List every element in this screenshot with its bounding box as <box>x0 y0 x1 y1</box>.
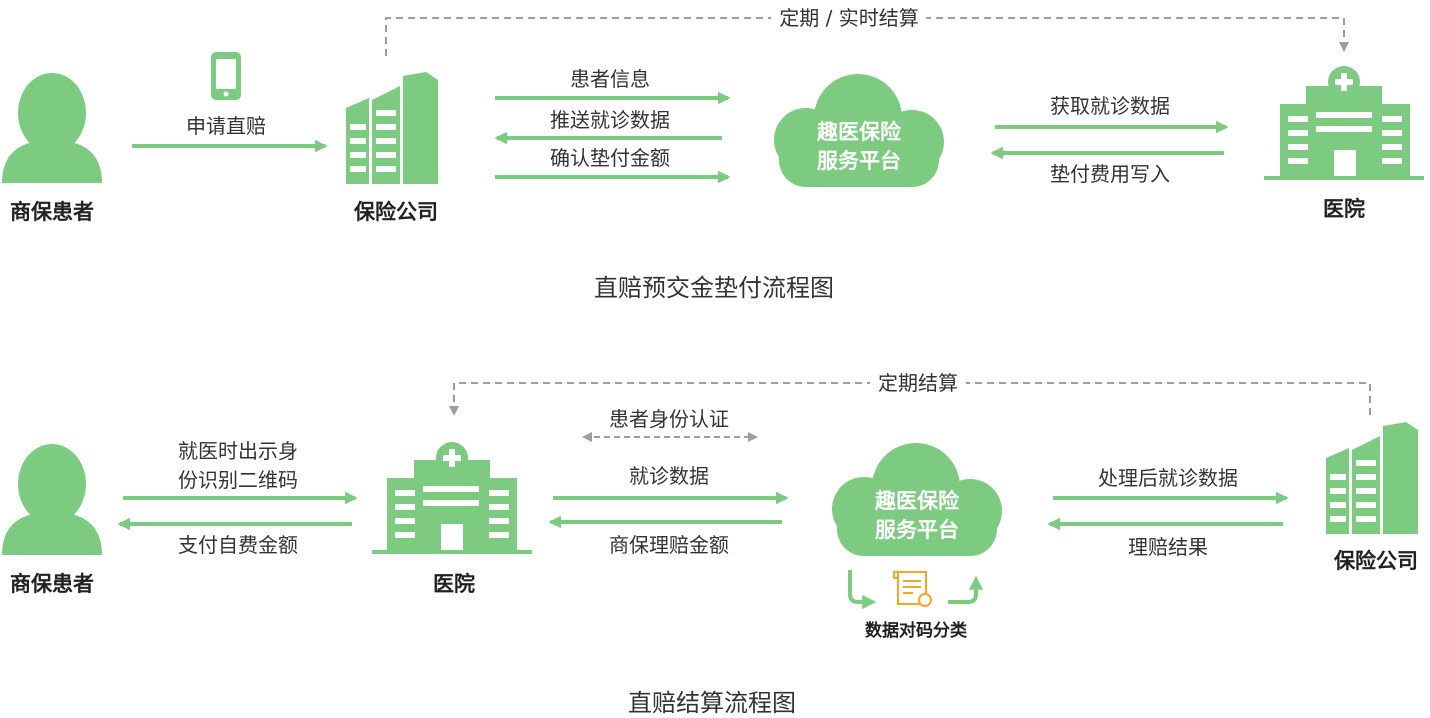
bottom-insurer-label: 保险公司 <box>1334 549 1418 573</box>
top-insurer-label: 保险公司 <box>354 200 438 224</box>
cloud-icon <box>832 443 1002 556</box>
bottom-patient-label: 商保患者 <box>10 572 94 596</box>
top-patient-label: 商保患者 <box>10 200 94 224</box>
show-qr-line2: 份识别二维码 <box>178 468 298 492</box>
mapping-label: 数据对码分类 <box>865 621 967 641</box>
write-prepay-label: 垫付费用写入 <box>1050 162 1170 186</box>
person-icon <box>2 444 102 555</box>
top-hospital-label: 医院 <box>1323 197 1365 221</box>
processed-data-label: 处理后就诊数据 <box>1098 466 1238 490</box>
show-qr-label: 就医时出示身 份识别二维码 <box>178 437 298 495</box>
bottom-platform-line2: 服务平台 <box>875 518 959 542</box>
top-title: 直赔预交金垫付流程图 <box>594 274 834 302</box>
identity-label: 患者身份认证 <box>609 407 729 431</box>
visit-data-label: 就诊数据 <box>629 464 709 488</box>
self-pay-label: 支付自费金额 <box>178 533 298 557</box>
person-icon <box>2 73 102 183</box>
bottom-platform-label: 趣医保险 服务平台 <box>875 487 959 545</box>
building-icon <box>1326 422 1418 534</box>
top-platform-line2: 服务平台 <box>817 149 901 173</box>
document-icon <box>893 571 932 607</box>
bottom-settlement-dashed-line <box>449 382 1371 416</box>
curve-arrow-right <box>948 575 983 604</box>
top-settlement-label: 定期 / 实时结算 <box>771 8 927 28</box>
claim-amount-label: 商保理赔金额 <box>609 533 729 557</box>
top-platform-label: 趣医保险 服务平台 <box>817 118 901 176</box>
curve-arrow-left <box>848 570 877 609</box>
claim-result-label: 理赔结果 <box>1128 535 1208 559</box>
bottom-title: 直赔结算流程图 <box>628 689 796 717</box>
hospital-icon <box>1264 66 1424 180</box>
top-platform-line1: 趣医保险 <box>817 120 901 144</box>
bottom-platform-line1: 趣医保险 <box>875 489 959 513</box>
patient-info-label: 患者信息 <box>570 67 650 91</box>
show-qr-line1: 就医时出示身 <box>178 439 298 463</box>
phone-icon <box>211 52 241 100</box>
cloud-icon <box>774 74 944 187</box>
get-visit-data-label: 获取就诊数据 <box>1050 94 1170 118</box>
apply-label: 申请直赔 <box>186 114 266 138</box>
confirm-amount-label: 确认垫付金额 <box>550 146 670 170</box>
bottom-settlement-label: 定期结算 <box>870 373 966 393</box>
bottom-hospital-label: 医院 <box>433 572 475 596</box>
push-visit-data-label: 推送就诊数据 <box>550 108 670 132</box>
hospital-icon <box>372 442 532 554</box>
building-icon <box>346 72 438 184</box>
